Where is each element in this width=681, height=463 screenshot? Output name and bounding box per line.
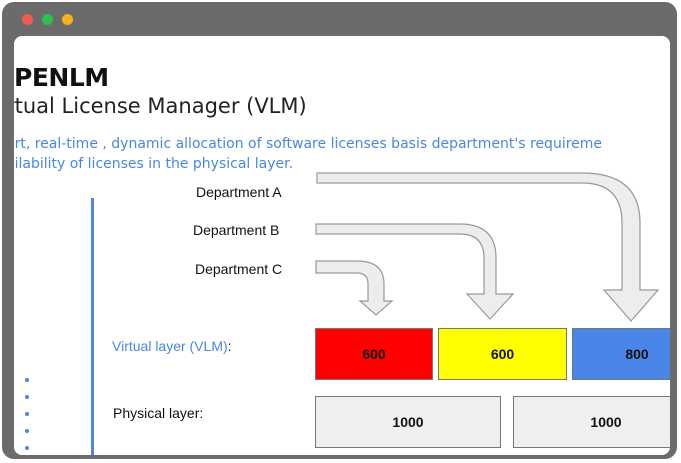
virtual-box-department-b: 600 <box>438 328 567 380</box>
bullet-dot <box>25 446 29 450</box>
allocation-arrows <box>315 172 660 322</box>
slide-description: art, real-time , dynamic allocation of s… <box>14 134 602 174</box>
arrow-department-a <box>316 172 660 322</box>
physical-box-2: 1000 <box>513 396 670 448</box>
close-window-icon[interactable] <box>22 14 33 25</box>
virtual-box-department-c: 600 <box>315 328 433 380</box>
virtual-box-department-a: 800 <box>572 328 670 380</box>
bullet-dot <box>25 378 29 382</box>
minimize-window-icon[interactable] <box>42 14 53 25</box>
description-line-2: ailability of licenses in the physical l… <box>14 156 294 172</box>
physical-box-1: 1000 <box>315 396 501 448</box>
window-frame: PENLM rtual License Manager (VLM) art, r… <box>2 2 677 459</box>
maximize-window-icon[interactable] <box>62 14 73 25</box>
department-a-label: Department A <box>196 184 282 200</box>
layer-divider-line <box>91 198 94 455</box>
physical-layer-label: Physical layer: <box>113 405 204 421</box>
arrow-department-c <box>315 260 394 316</box>
department-b-label: Department B <box>193 222 280 238</box>
bullet-dot <box>25 429 29 433</box>
virtual-layer-label: Virtual layer (VLM): <box>112 338 232 354</box>
virtual-layer-colon: : <box>227 338 232 354</box>
virtual-layer-name: Virtual layer (VLM) <box>112 338 228 354</box>
slide-content: PENLM rtual License Manager (VLM) art, r… <box>14 36 670 455</box>
department-c-label: Department C <box>195 261 283 277</box>
slide-title: rtual License Manager (VLM) <box>14 94 307 118</box>
bullet-dot <box>25 395 29 399</box>
brand-logo-text: PENLM <box>14 63 109 92</box>
description-line-1: art, real-time , dynamic allocation of s… <box>14 136 603 152</box>
arrow-department-b <box>315 223 515 320</box>
bullet-dot <box>25 412 29 416</box>
